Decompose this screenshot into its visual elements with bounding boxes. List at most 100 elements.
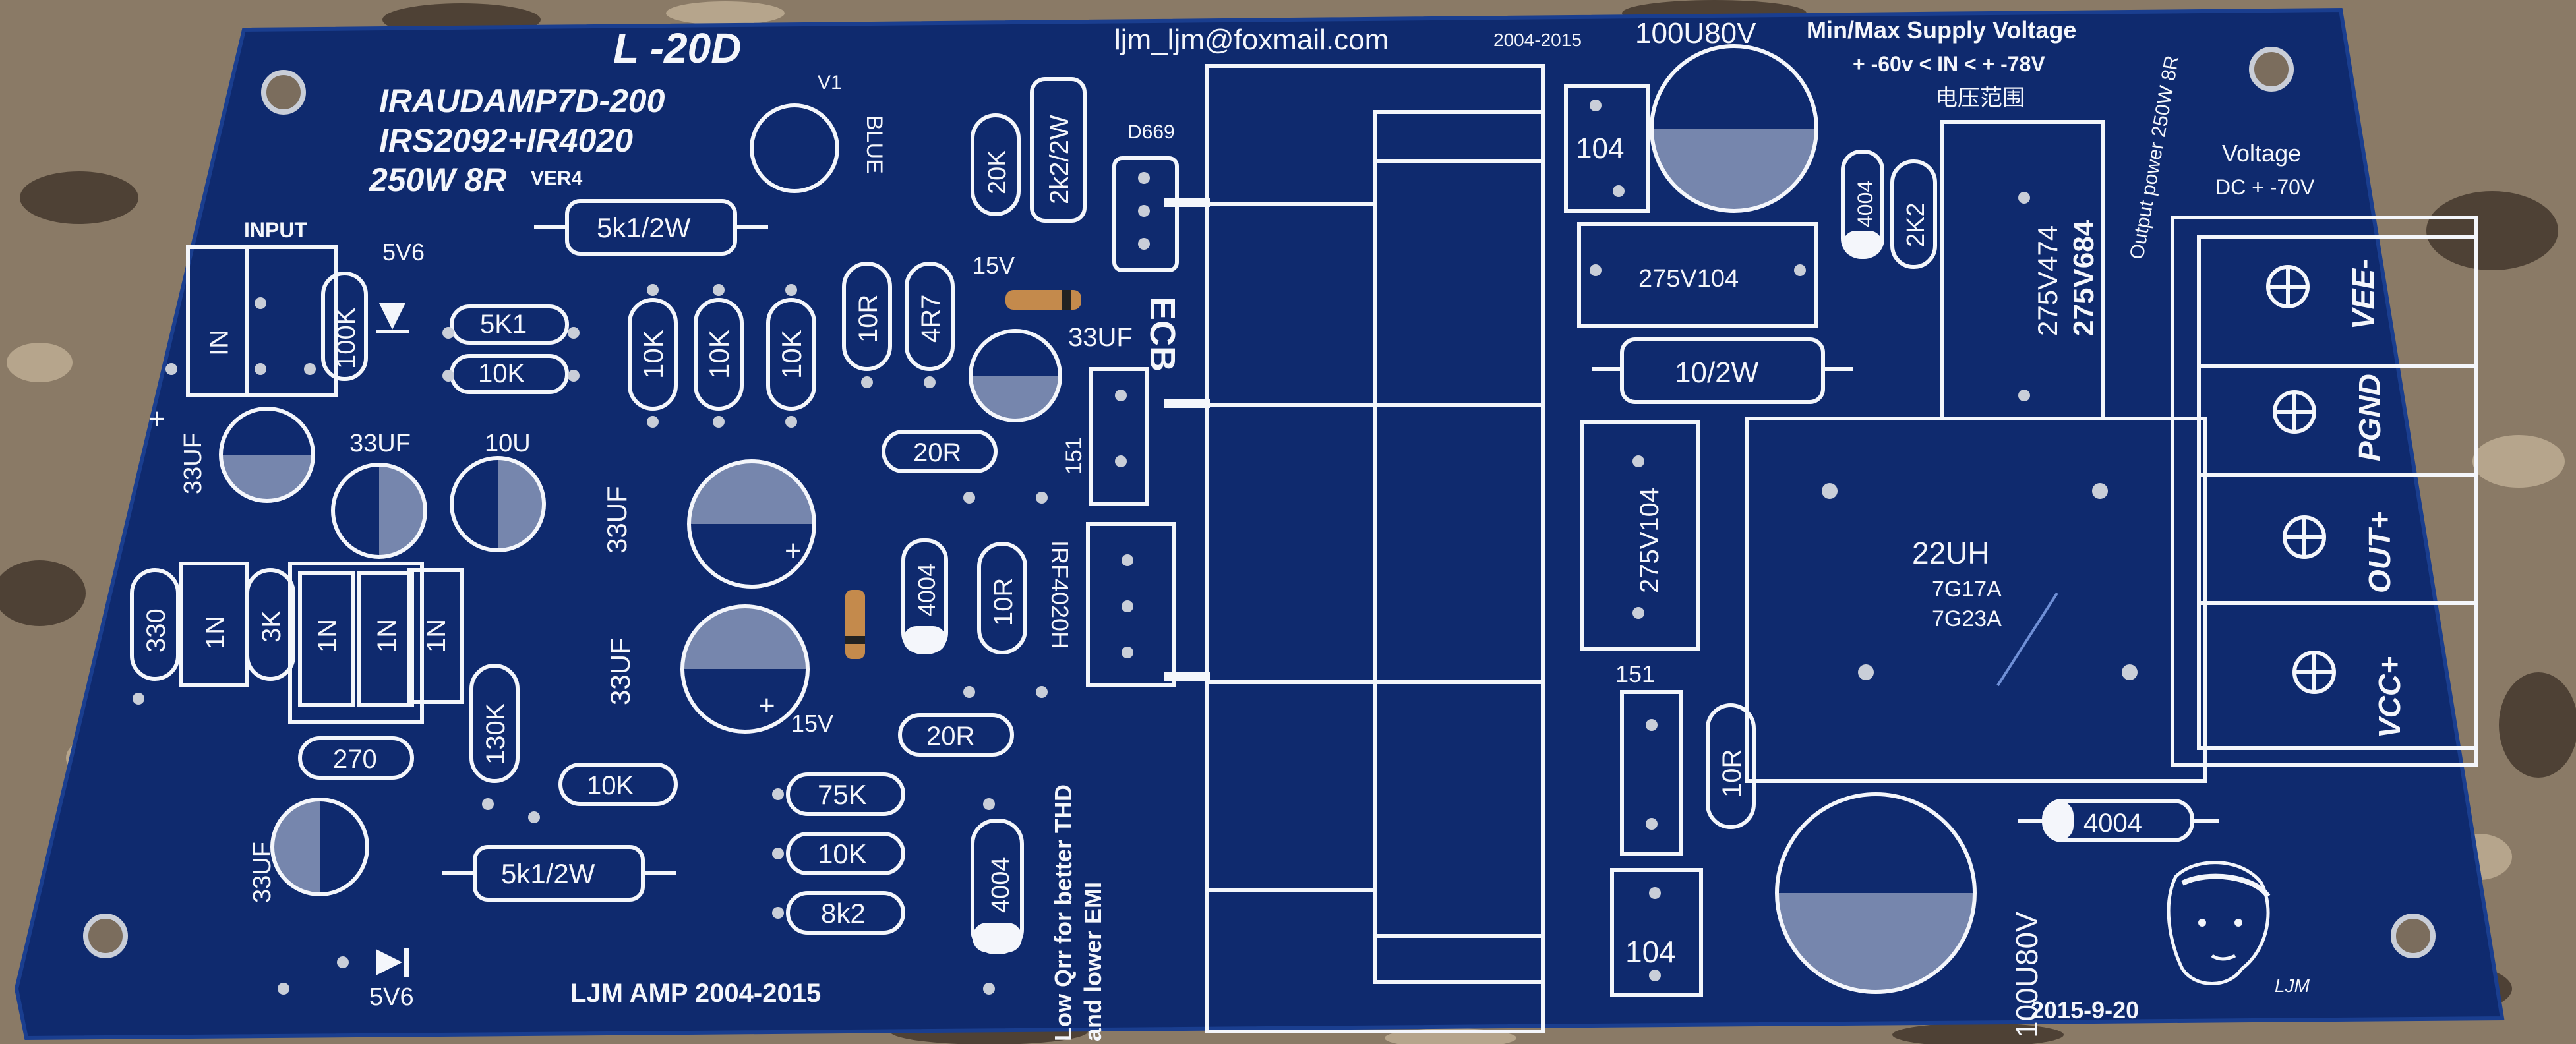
mounting-hole	[83, 914, 128, 958]
zener-bottom-symbol	[376, 949, 402, 975]
r10k-c-outline	[694, 298, 744, 411]
r5k1-2w-top-label: 5k1/2W	[597, 212, 691, 243]
r10r-a-label: 10R	[854, 295, 883, 343]
r1n-b-label: 1N	[313, 619, 342, 652]
r75k-label: 75K	[818, 779, 867, 810]
d4004-d-label: 4004	[2083, 809, 2142, 838]
d669-outline	[1112, 156, 1179, 272]
dc-label: DC + -70V	[2215, 175, 2315, 199]
board-date: 2015-9-20	[2031, 997, 2139, 1024]
r75k-outline	[786, 772, 905, 816]
r2k2-2w-outline	[1030, 77, 1087, 223]
c33-a-label: 33UF	[179, 433, 207, 494]
r1n-a-label: 1N	[201, 616, 230, 649]
ni-label: NI	[204, 330, 233, 356]
v1-label: V1	[818, 72, 842, 94]
cap-10u	[450, 456, 546, 552]
cap275-b-label: 275V104	[1635, 488, 1664, 593]
real-diode	[845, 590, 865, 659]
logo-signature: LJM	[2275, 975, 2310, 996]
r5k1-2w-bot-label: 5k1/2W	[501, 858, 595, 889]
ecb-label: ECB	[1143, 297, 1182, 372]
r270-label: 270	[333, 745, 377, 774]
r10k-f-label: 10K	[818, 838, 867, 869]
cap151-a-label: 151	[1062, 437, 1087, 475]
led-blue-label: BLUE	[862, 115, 887, 174]
r20k-outline	[971, 113, 1021, 216]
inductor-outline	[1745, 417, 2207, 783]
zener-top-symbol	[379, 303, 405, 330]
board-email: ljm_ljm@foxmail.com	[1114, 24, 1389, 56]
board-line3: 250W 8R	[369, 161, 506, 198]
r270-outline	[298, 736, 414, 780]
board-line1: IRAUDAMP7D-200	[379, 82, 665, 119]
inductor-code2: 7G23A	[1932, 606, 2002, 631]
cap104-top-outline	[1564, 84, 1650, 213]
cap275-a-outline	[1577, 222, 1818, 328]
r20r-a-label: 20R	[913, 438, 961, 467]
r5k1-label: 5K1	[480, 310, 527, 339]
zener-top-label: 5V6	[382, 239, 425, 266]
d4004-a-label: 4004	[913, 564, 940, 616]
terminal-vcc: VCC+	[2372, 656, 2407, 738]
cap-33uf-c	[687, 459, 816, 589]
r10r-b-outline	[977, 542, 1027, 654]
board-line2: IRS2092+IR4020	[379, 122, 633, 159]
r8k2-label: 8k2	[821, 898, 866, 929]
cap-33uf-e	[270, 798, 369, 896]
irf-label: IRF4020H	[1046, 540, 1073, 649]
r3k-outline	[245, 568, 295, 681]
r10r-b-label: 10R	[989, 578, 1018, 626]
cap-100u-top	[1650, 44, 1818, 213]
r100k-outline	[321, 272, 368, 381]
supply-heading: Min/Max Supply Voltage	[1807, 16, 2076, 44]
d669-label: D669	[1127, 121, 1175, 143]
terminal-pgnd: PGND	[2352, 374, 2387, 461]
r10k-e-outline	[558, 763, 678, 806]
r20k-label: 20K	[984, 150, 1011, 194]
irf4020h-outline	[1086, 522, 1176, 687]
r10r-right-label: 10R	[1718, 749, 1747, 798]
r10k-d-outline	[766, 298, 816, 411]
r10-2w-label: 10/2W	[1675, 357, 1759, 389]
cap275-c1-label: 275V474	[2032, 225, 2063, 336]
mounting-hole	[2391, 914, 2436, 958]
cap275-a-label: 275V104	[1638, 265, 1739, 293]
portrait-logo	[2167, 861, 2271, 985]
r4r7-label: 4R7	[916, 295, 945, 343]
r10k-b-label: 10K	[638, 330, 669, 379]
r1n-c-label: 1N	[373, 619, 402, 652]
r330-label: 330	[142, 608, 171, 652]
mounting-hole	[2249, 47, 2294, 92]
board-years: 2004-2015	[1493, 30, 1582, 50]
cap151-b-label: 151	[1615, 660, 1655, 687]
r4r7-outline	[905, 262, 955, 371]
r20r-a-outline	[882, 430, 998, 473]
r2k2-2w-label: 2k2/2W	[1045, 115, 1074, 204]
r130k-label: 130K	[481, 703, 510, 765]
note-line2: and lower EMI	[1079, 882, 1106, 1041]
supply-chinese: 电压范围	[1935, 86, 2025, 111]
r10k-c-label: 10K	[704, 330, 734, 379]
c33-e-label: 33UF	[249, 842, 276, 903]
inductor-label: 22UH	[1912, 536, 1990, 570]
r10k-d-label: 10K	[776, 330, 807, 379]
plus-left: +	[148, 403, 165, 435]
board-footer: LJM AMP 2004-2015	[570, 979, 821, 1008]
cap275-b-outline	[1580, 420, 1700, 651]
r1n-d-outline	[407, 568, 464, 704]
terminal-vee: VEE-	[2346, 259, 2380, 330]
cap275-c2-label: 275V684	[2068, 219, 2100, 336]
r3k-label: 3K	[257, 610, 286, 643]
cap-big-bottom-label: 100U80V	[2010, 912, 2044, 1038]
r10r-a-outline	[842, 262, 892, 371]
r10k-b-outline	[628, 298, 678, 411]
c33-b-label: 33UF	[349, 430, 411, 457]
supply-range: + -60v < IN < + -78V	[1853, 52, 2045, 76]
c10u-label: 10U	[485, 430, 531, 457]
r1n-b-outline	[298, 571, 355, 707]
inductor-scratch	[1996, 592, 2058, 687]
r2k2-outline	[1890, 160, 1937, 269]
r20r-b-outline	[898, 713, 1014, 757]
